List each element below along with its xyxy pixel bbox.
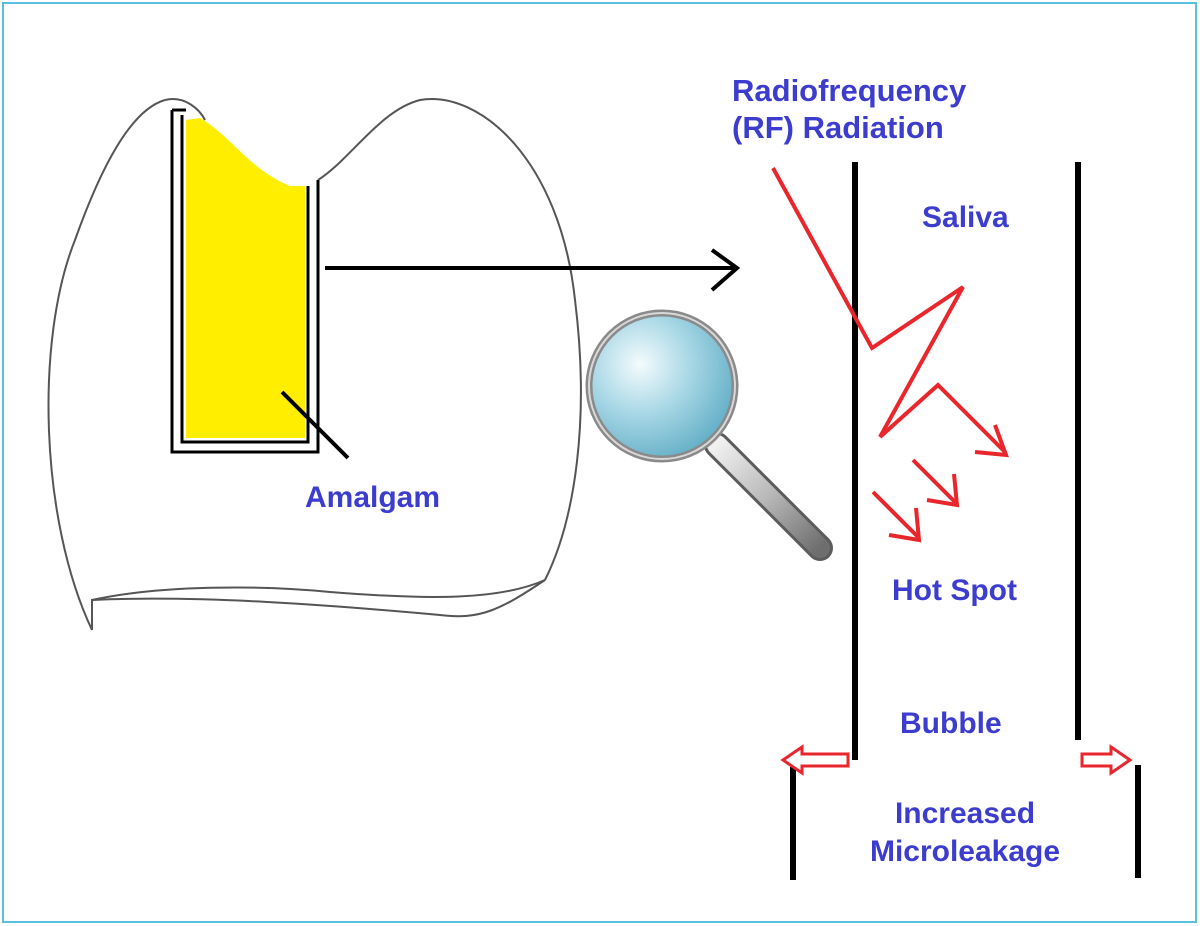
amalgam-outer-wall bbox=[170, 110, 320, 454]
rf-scatter-arrow-1 bbox=[911, 458, 957, 504]
rf-scatter-arrow-2 bbox=[871, 490, 920, 539]
rf-zigzag-arrow-main bbox=[878, 382, 1007, 454]
microleakage-label-line1: Increased bbox=[894, 797, 1036, 830]
widening-arrow-left bbox=[780, 744, 850, 776]
tooth-cervical-line bbox=[91, 579, 546, 601]
microleakage-label: Increased Microleakage bbox=[855, 795, 1075, 871]
rf-arrowhead-main bbox=[974, 424, 1009, 458]
rf-arrowhead-1 bbox=[926, 473, 960, 508]
zoom-arrow-head bbox=[710, 248, 741, 292]
hot-spot-label: Hot Spot bbox=[892, 574, 1017, 607]
widening-arrow-right bbox=[1080, 744, 1133, 776]
amalgam-filling bbox=[186, 118, 305, 438]
saliva-label: Saliva bbox=[922, 201, 1009, 234]
tooth-outline bbox=[47, 98, 582, 631]
bubble-label: Bubble bbox=[900, 707, 1002, 740]
microleakage-label-line2: Microleakage bbox=[869, 835, 1061, 868]
rf-radiation-label-line2: (RF) Radiation bbox=[732, 110, 944, 145]
rf-zigzag-ray bbox=[771, 167, 965, 438]
amalgam-label: Amalgam bbox=[305, 481, 441, 514]
amalgam-inner-wall bbox=[180, 115, 310, 444]
magnifying-glass-icon bbox=[585, 309, 833, 561]
rf-radiation-label-line1: Radiofrequency bbox=[732, 73, 967, 108]
amalgam-pointer-line bbox=[280, 390, 350, 460]
rf-arrowhead-2 bbox=[888, 507, 922, 543]
tooth-crown-top bbox=[164, 98, 206, 121]
rf-radiation-label: Radiofrequency (RF) Radiation bbox=[732, 72, 966, 146]
